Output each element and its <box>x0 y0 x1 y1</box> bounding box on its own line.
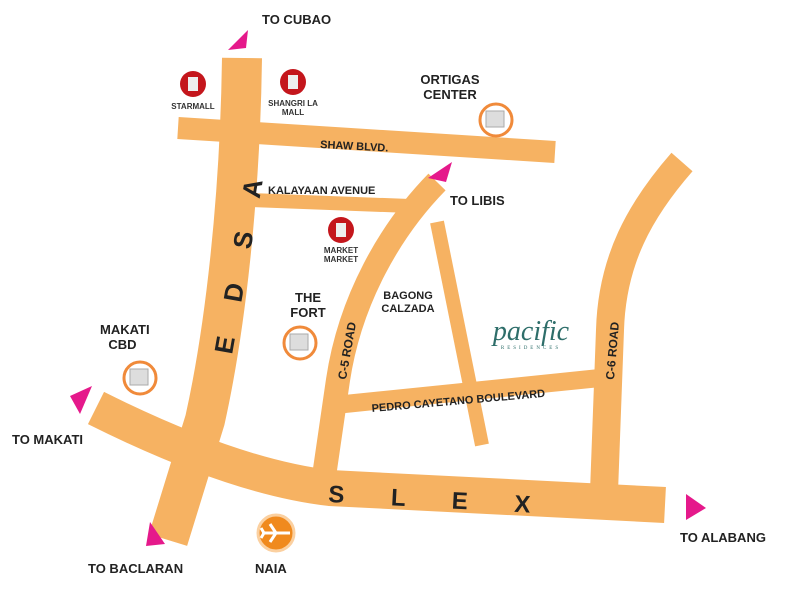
arrow-baclaran-icon <box>146 522 165 546</box>
market-market-label: MARKET MARKET <box>323 246 359 264</box>
to-makati-label: TO MAKATI <box>12 432 84 447</box>
starmall-label: STARMALL <box>171 102 215 111</box>
arrow-makati-icon <box>70 386 92 414</box>
to-cubao-label: TO CUBAO <box>262 12 332 27</box>
airplane-icon <box>256 513 296 553</box>
logo-name: pacific <box>492 316 570 347</box>
to-baclaran-label: TO BACLARAN <box>88 561 184 576</box>
naia-label: NAIA <box>255 561 287 576</box>
arrow-alabang-icon <box>686 494 706 520</box>
road-pedro-cayetano <box>334 369 601 414</box>
road-kalayaan <box>249 193 411 213</box>
ortigas-label: ORTIGAS CENTER <box>420 72 480 102</box>
pacific-residences-logo: pacific RESIDENCES <box>486 316 576 352</box>
makati-building-icon <box>122 360 158 396</box>
mall-icons <box>180 69 354 243</box>
shangrila-icon <box>280 69 306 95</box>
road-bagong-calzada <box>430 220 489 447</box>
shangrila-label: SHANGRI LA MALL <box>268 99 318 117</box>
makati-cbd-label: MAKATI CBD <box>100 322 150 352</box>
arrow-libis-icon <box>428 162 452 182</box>
starmall-icon <box>180 71 206 97</box>
road-slex <box>87 391 666 523</box>
building-icons <box>122 102 514 396</box>
bagong-calzada-label: BAGONG CALZADA <box>381 290 435 315</box>
to-alabang-label: TO ALABANG <box>680 530 766 545</box>
fort-building-icon <box>282 325 318 361</box>
kalayaan-label: KALAYAAN AVENUE <box>268 185 376 197</box>
market-market-icon <box>328 217 354 243</box>
shaw-label: SHAW BLVD. <box>320 139 389 155</box>
ortigas-building-icon <box>478 102 514 138</box>
arrow-cubao-icon <box>228 30 248 50</box>
c6-label: C-6 ROAD <box>603 321 622 380</box>
road-edsa <box>148 57 262 546</box>
to-libis-label: TO LIBIS <box>450 193 505 208</box>
road-c5 <box>310 173 446 492</box>
the-fort-label: THE FORT <box>290 290 326 320</box>
logo-tagline: RESIDENCES <box>500 346 562 351</box>
road-c6 <box>590 152 693 493</box>
